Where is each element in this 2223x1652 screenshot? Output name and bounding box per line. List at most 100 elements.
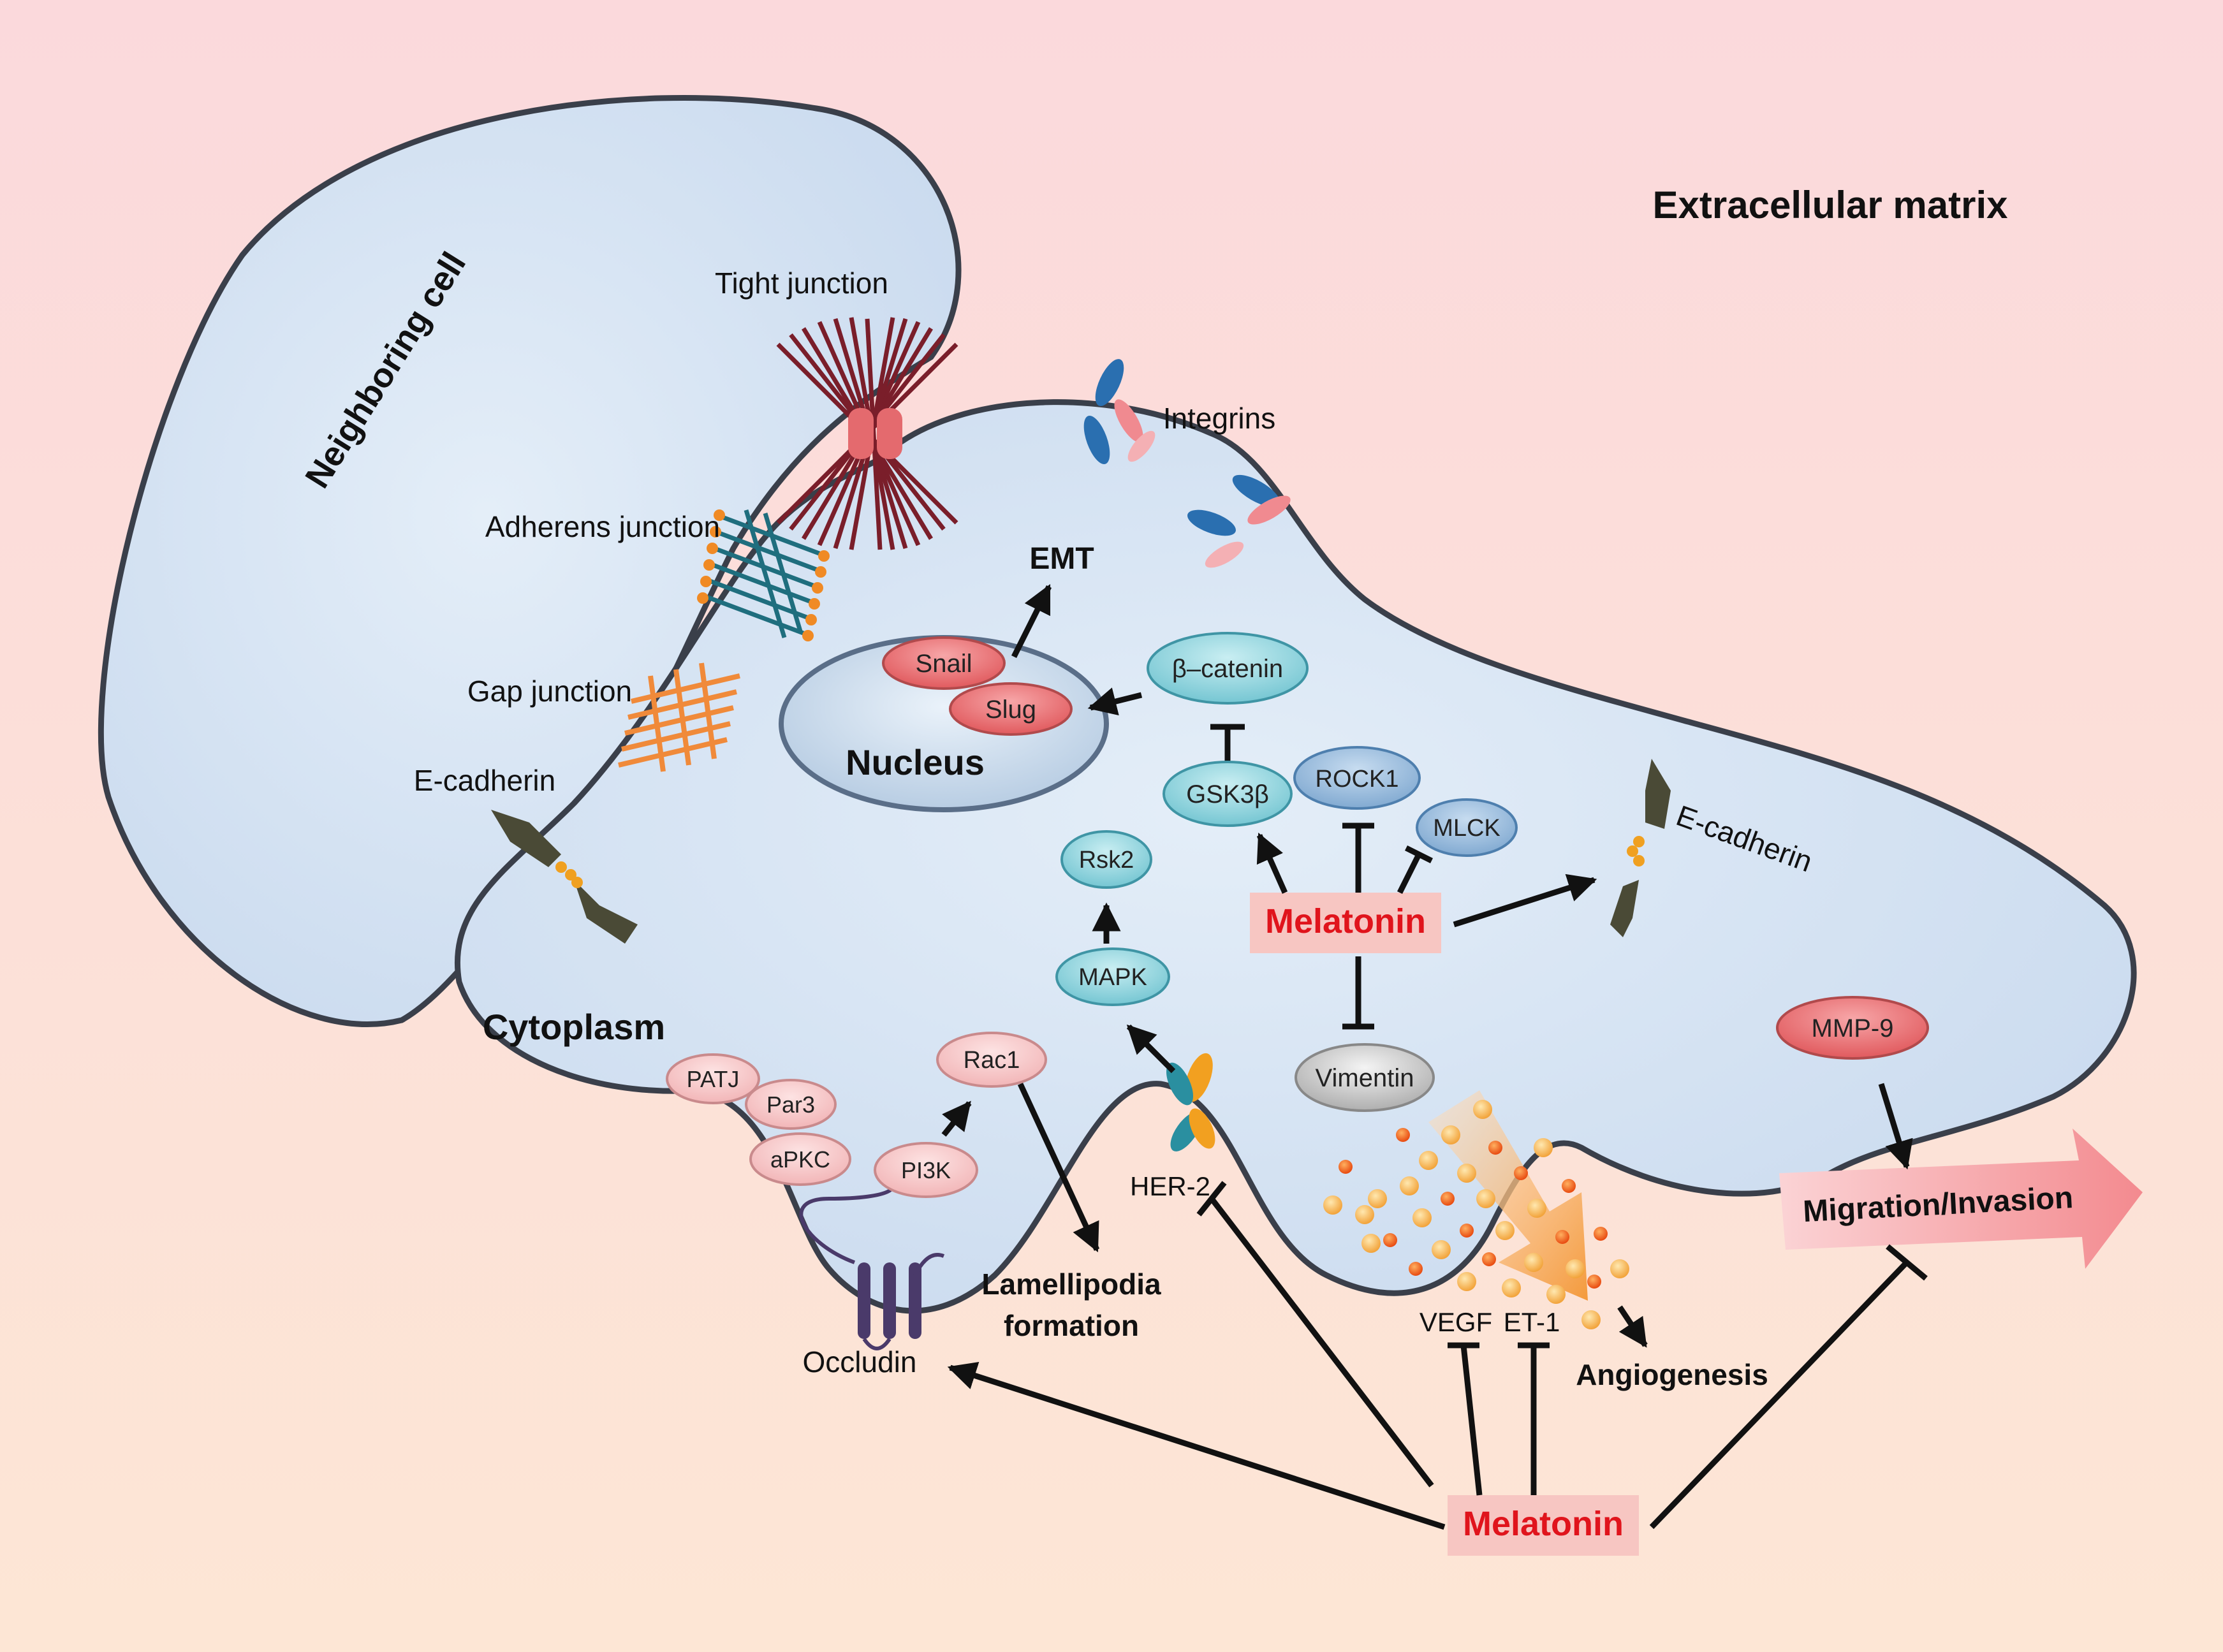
node-mlck[interactable]: MLCK — [1416, 798, 1518, 857]
node-rsk2[interactable]: Rsk2 — [1060, 830, 1152, 889]
vegf-particle — [1412, 1208, 1432, 1227]
integrins-label: Integrins — [1163, 402, 1275, 435]
arrow-melatonin-ecadherin — [1453, 874, 1597, 928]
arrow-bcatenin-slug — [1087, 687, 1143, 716]
growth-factor-dots — [1323, 1100, 1629, 1329]
node-apkc[interactable]: aPKC — [749, 1132, 851, 1186]
node-rock1[interactable]: ROCK1 — [1293, 746, 1421, 810]
node-beta-catenin-label: β–catenin — [1172, 655, 1283, 683]
inhibit-melatonin-vegf — [1460, 1345, 1483, 1496]
node-slug[interactable]: Slug — [949, 682, 1073, 736]
node-par3[interactable]: Par3 — [745, 1079, 837, 1130]
node-rock1-label: ROCK1 — [1316, 766, 1399, 793]
node-mapk[interactable]: MAPK — [1055, 947, 1170, 1006]
her2-receptor-icon — [1166, 1053, 1215, 1151]
vegf-particle — [1476, 1189, 1495, 1208]
vegf-particle — [1419, 1151, 1438, 1170]
gap-junction-icon — [618, 662, 740, 772]
adherens-junction-label: Adherens junction — [485, 510, 720, 543]
node-apkc-label: aPKC — [770, 1146, 830, 1173]
arrow-snail-emt — [1011, 583, 1052, 659]
et1-particle — [1562, 1179, 1576, 1193]
vegf-particle — [1323, 1195, 1342, 1215]
node-gsk3b[interactable]: GSK3β — [1163, 761, 1293, 827]
melatonin-bottom-label: Melatonin — [1463, 1505, 1624, 1543]
vegf-particle — [1495, 1221, 1515, 1240]
vegf-particle — [1441, 1125, 1460, 1144]
et1-particle — [1587, 1275, 1601, 1289]
node-patj-label: PATJ — [687, 1066, 740, 1092]
node-gsk3b-label: GSK3β — [1186, 780, 1269, 808]
nucleus-label: Nucleus — [846, 742, 985, 782]
inhibit-melatonin-mlck — [1397, 852, 1422, 895]
et1-label: ET-1 — [1504, 1307, 1560, 1337]
et1-particle — [1396, 1128, 1410, 1142]
node-vimentin[interactable]: Vimentin — [1295, 1043, 1435, 1112]
vegf-particle — [1368, 1189, 1387, 1208]
melatonin-cell-box — [1250, 893, 1441, 953]
pathway-edges — [941, 583, 1928, 1530]
lamellipodia-label-line1: Lamellipodia — [981, 1268, 1161, 1301]
vegf-particle — [1400, 1176, 1419, 1195]
vegf-particle — [1610, 1259, 1629, 1278]
arrow-melatonin-gsk3b — [1256, 832, 1288, 894]
occludin-label: Occludin — [803, 1345, 917, 1378]
node-mapk-label: MAPK — [1078, 964, 1147, 991]
lamellipodia-label-line2: formation — [1004, 1309, 1139, 1342]
arrow-her2-mapk — [1126, 1024, 1176, 1074]
et1-particle — [1482, 1252, 1496, 1266]
et1-particle — [1514, 1166, 1528, 1180]
vegf-particle — [1566, 1259, 1585, 1278]
node-vimentin-label: Vimentin — [1316, 1064, 1414, 1092]
extracellular-matrix-label: Extracellular matrix — [1653, 184, 2008, 226]
vegf-particle — [1524, 1253, 1543, 1272]
vegf-particle — [1457, 1272, 1476, 1291]
node-beta-catenin[interactable]: β–catenin — [1147, 632, 1309, 705]
vegf-particle — [1527, 1199, 1546, 1218]
her2-label: HER-2 — [1130, 1171, 1210, 1201]
node-rsk2-label: Rsk2 — [1079, 847, 1134, 874]
vegf-particle — [1546, 1285, 1566, 1304]
vegf-particle — [1432, 1240, 1451, 1259]
e-cadherin-right-icon — [1610, 759, 1671, 937]
node-rac1-label: Rac1 — [964, 1047, 1020, 1074]
vegf-particle — [1581, 1310, 1601, 1329]
angiogenesis-label: Angiogenesis — [1576, 1358, 1768, 1391]
vegf-particle — [1355, 1205, 1374, 1224]
node-mlck-label: MLCK — [1433, 815, 1500, 842]
node-mmp9-label: MMP-9 — [1812, 1014, 1894, 1042]
node-snail[interactable]: Snail — [882, 636, 1006, 690]
vegf-particle — [1534, 1138, 1553, 1157]
vegf-particle — [1361, 1234, 1381, 1253]
cancer-cell-membrane — [454, 399, 2137, 1314]
occludin-icon — [799, 1178, 945, 1350]
et1-particle — [1594, 1227, 1608, 1241]
melatonin-bottom-box — [1448, 1495, 1639, 1556]
adherens-dots-icon — [697, 509, 830, 641]
vegf-particle — [1457, 1164, 1476, 1183]
vegf-label: VEGF — [1420, 1307, 1492, 1337]
node-pi3k-label: PI3K — [901, 1157, 951, 1183]
e-cadherin-left-icon — [491, 810, 638, 944]
arrow-melatonin-occludin — [947, 1362, 1446, 1530]
arrow-rac1-lamellipodia — [1017, 1083, 1100, 1253]
et1-particle — [1441, 1192, 1455, 1206]
tight-junction-label: Tight junction — [715, 267, 888, 300]
et1-particle — [1339, 1160, 1353, 1174]
arrow-mmp9-migration — [1878, 1083, 1913, 1170]
e-cadherin-left-label: E-cadherin — [414, 764, 555, 797]
melatonin-cell-label: Melatonin — [1265, 902, 1426, 940]
adherens-junction-icon — [703, 509, 824, 639]
et1-particle — [1383, 1233, 1397, 1247]
vegf-particle — [1473, 1100, 1492, 1119]
integrin-1-icon — [1083, 359, 1156, 464]
migration-invasion-arrow-icon — [1779, 1129, 2143, 1269]
node-patj[interactable]: PATJ — [666, 1053, 760, 1104]
node-rac1[interactable]: Rac1 — [936, 1032, 1047, 1088]
node-snail-label: Snail — [916, 650, 972, 678]
arrow-pi3k-rac1 — [941, 1100, 972, 1137]
inhibit-melatonin-migration — [1649, 1260, 1909, 1530]
tight-junction-core-icon — [848, 408, 902, 459]
node-pi3k[interactable]: PI3K — [874, 1142, 978, 1198]
node-mmp9[interactable]: MMP-9 — [1776, 996, 1929, 1060]
